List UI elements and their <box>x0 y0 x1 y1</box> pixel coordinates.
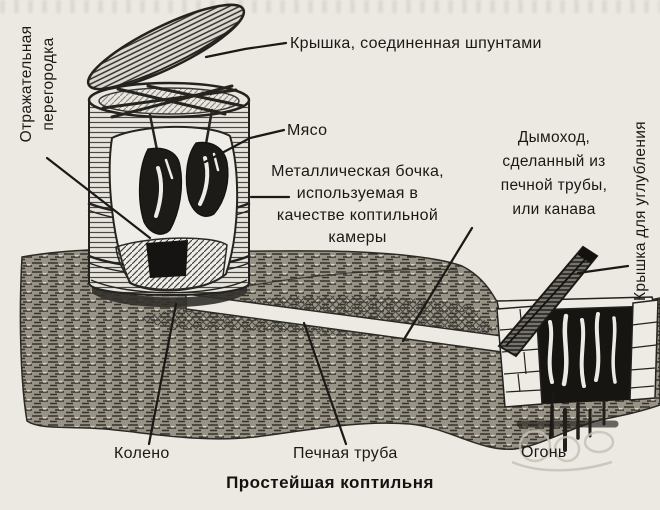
fire-leader-line <box>548 392 555 440</box>
barrel-shadow <box>92 281 247 308</box>
page-bleed-artifact <box>0 0 660 13</box>
elbow-leader-line <box>147 302 178 446</box>
pit-lid-leader-line <box>576 264 630 275</box>
pit-brick-wall-right <box>629 299 659 401</box>
hanging-rods <box>101 84 245 119</box>
stove-pipe-label: Печная труба <box>293 445 398 462</box>
pit-lid-label: Крышка для углубления <box>632 121 649 301</box>
chimney-leader-line <box>401 226 474 343</box>
lid-label: Крышка, соединенная шпунтами <box>290 35 542 52</box>
meat-hangers <box>148 108 214 152</box>
pit-interior <box>536 304 633 404</box>
meat-piece-left <box>138 147 183 235</box>
pit-lid <box>497 245 599 358</box>
elbow-label: Колено <box>114 445 170 462</box>
reflector-label: Отражательная перегородка <box>18 25 57 143</box>
meat-leader-line <box>203 128 286 164</box>
fire-label: Огонь <box>521 444 567 461</box>
smoke-inlet-hole <box>146 240 188 278</box>
pipe-leader-line <box>302 321 348 446</box>
barrel-lid <box>86 3 246 91</box>
fire-flames <box>547 312 617 388</box>
chimney-label: Дымоход, сделанный из печной трубы, или … <box>500 129 608 218</box>
fire-pit <box>496 245 659 452</box>
reflector-leader-line <box>45 156 152 240</box>
watermark <box>511 429 615 472</box>
barrel-bottom-arc <box>90 279 248 294</box>
lid-leader-line <box>204 41 288 59</box>
diagram-title: Простейшая коптильня <box>226 473 434 492</box>
barrel-label: Металлическая бочка, используемая в каче… <box>271 163 444 246</box>
meat-label: Мясо <box>287 122 328 139</box>
barrel <box>87 81 251 308</box>
